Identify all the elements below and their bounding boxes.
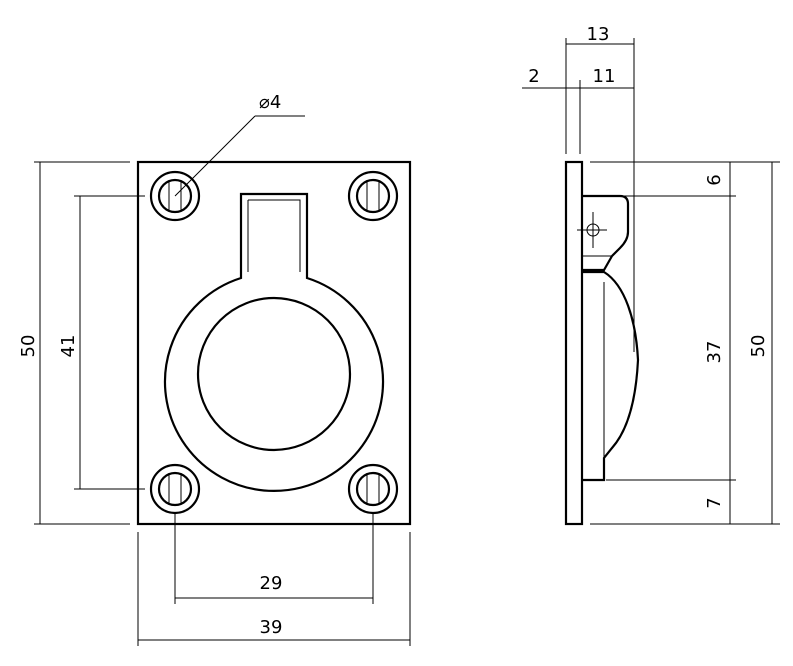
ring-depth-label: 11 [593, 66, 616, 87]
ring-profile [582, 270, 640, 482]
hole-vertical-spacing-label: 41 [58, 335, 79, 358]
tab-profile [582, 194, 630, 272]
screw-hole-bottom-left [149, 463, 201, 515]
side-vertical-dimensions [590, 161, 780, 525]
screw-hole-top-right [347, 170, 399, 222]
ring-pull-outline [163, 192, 385, 492]
side-plate-outline [564, 160, 584, 526]
front-width-label: 39 [260, 617, 283, 638]
ring-inner-circle [196, 296, 352, 452]
side-view: 13 2 11 6 37 7 50 [522, 24, 780, 526]
front-width-dimension [137, 532, 411, 646]
top-offset-label: 6 [704, 174, 725, 185]
bottom-offset-label: 7 [704, 497, 725, 508]
side-height-label: 50 [748, 335, 769, 358]
hole-horizontal-spacing-label: 29 [260, 573, 283, 594]
hole-horizontal-spacing-dimension [174, 513, 374, 604]
hole-vertical-spacing-dimension [74, 195, 145, 490]
front-plate-outline [136, 160, 412, 526]
front-view: ⌀4 50 41 29 39 [18, 92, 412, 646]
side-depth-label: 13 [587, 24, 610, 45]
screw-hole-bottom-right [347, 463, 399, 515]
hole-diameter-label: ⌀4 [259, 92, 281, 113]
hole-diameter-leader [174, 115, 305, 197]
ring-tab-inner-edge [248, 199, 301, 272]
plate-thickness-label: 2 [528, 66, 539, 87]
screw-hole-top-left [149, 170, 201, 222]
front-height-label: 50 [18, 335, 39, 358]
side-depth-dimension [565, 38, 635, 352]
plate-thickness-dimension [522, 80, 634, 154]
ring-height-label: 37 [704, 341, 725, 364]
hinge-pin-mark [577, 212, 607, 248]
front-height-dimension [34, 161, 130, 525]
